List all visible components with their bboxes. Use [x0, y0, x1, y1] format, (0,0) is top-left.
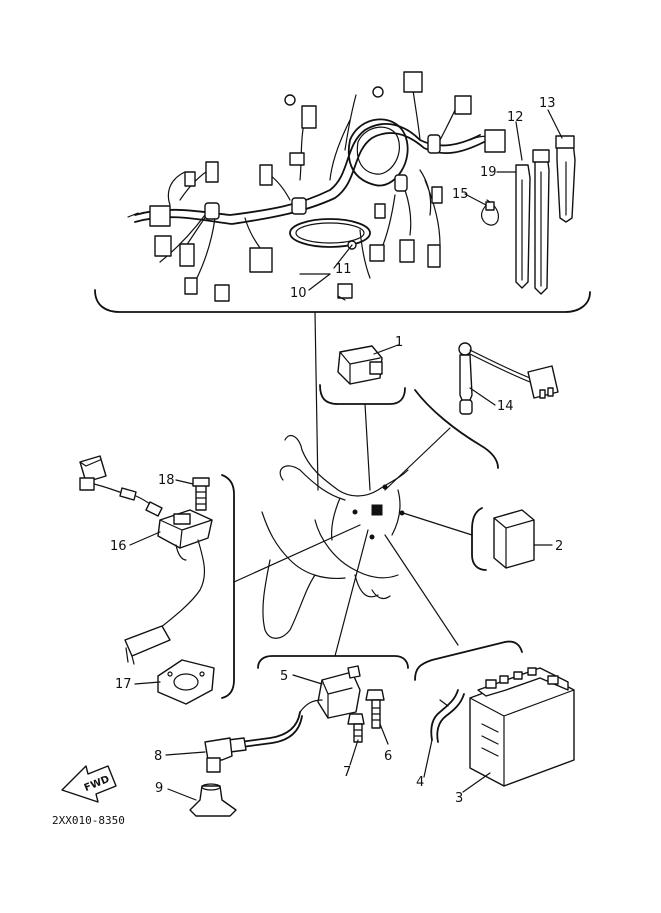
battery-breather-hose [430, 689, 465, 743]
callout-10: 10 [290, 286, 307, 301]
battery-bracket [414, 640, 523, 681]
harness-bracket [94, 289, 591, 313]
callout-14: 14 [497, 399, 514, 414]
plug-cap-cover [189, 783, 237, 817]
callout-12: 12 [507, 110, 524, 125]
control-unit [399, 507, 535, 571]
harness-leader-line [314, 311, 319, 491]
sender-gasket [157, 659, 215, 705]
callout-18: 18 [158, 473, 175, 488]
callout-17: 17 [115, 677, 132, 692]
callout-19: 19 [480, 165, 497, 180]
callout-8: 8 [154, 749, 162, 764]
callout-11: 11 [335, 262, 352, 277]
callout-leaders [129, 109, 563, 801]
fuel-sender-unit [79, 455, 213, 665]
callout-16: 16 [110, 539, 127, 554]
cable-ties [480, 135, 576, 295]
callout-9: 9 [155, 781, 163, 796]
sensor-lead [384, 342, 559, 491]
fwd-arrow-icon: FWD [61, 765, 117, 803]
callout-15: 15 [452, 187, 469, 202]
drawing-code: 2XX010-8350 [52, 814, 125, 827]
relay [319, 345, 406, 491]
callout-7: 7 [343, 765, 351, 780]
ignition-coil [204, 665, 361, 773]
callout-5: 5 [280, 669, 288, 684]
callout-3: 3 [455, 791, 463, 806]
callout-4: 4 [416, 775, 424, 790]
sender-bracket [221, 474, 235, 699]
battery [469, 667, 575, 787]
motorcycle-outline [261, 435, 409, 639]
coil-bolts [347, 689, 385, 743]
callout-labels: 1 2 3 4 5 6 7 8 9 10 11 12 13 14 15 16 1… [110, 96, 563, 806]
callout-13: 13 [539, 96, 556, 111]
callout-1: 1 [395, 335, 403, 350]
callout-2: 2 [555, 539, 563, 554]
coil-bracket [257, 655, 409, 669]
wire-harness [127, 71, 506, 302]
callout-6: 6 [384, 749, 392, 764]
